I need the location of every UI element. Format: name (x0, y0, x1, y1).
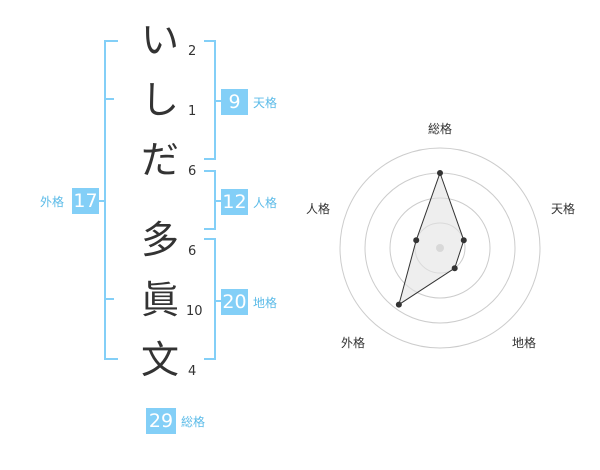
chikaku-badge: 20 (221, 289, 248, 315)
radar-point-2 (460, 237, 467, 244)
name-char-2: し (140, 78, 179, 122)
gaikaku-label: 外格 (40, 195, 65, 209)
gaikaku-bracket-connector (98, 200, 105, 202)
gaikaku-bracket-tick-1 (104, 98, 114, 100)
jinkaku-badge: 12 (221, 189, 248, 215)
radar-grid-ring-4 (339, 147, 541, 349)
radar-axis-label-tenkaku: 天格 (551, 202, 576, 216)
chikaku-bracket-vertical (214, 238, 216, 360)
tenkaku-bracket-connector (214, 100, 222, 102)
chikaku-bracket-bottom (204, 358, 216, 360)
stroke-count-5: 10 (186, 304, 203, 319)
stroke-count-3: 6 (188, 164, 197, 179)
name-char-6: 文 (140, 338, 179, 382)
radar-center-dot (436, 244, 444, 252)
name-char-5: 眞 (140, 278, 179, 322)
stroke-count-2: 1 (188, 104, 197, 119)
name-char-4: 多 (140, 218, 179, 262)
gaikaku-bracket-top (104, 40, 118, 42)
jinkaku-bracket-top (204, 170, 216, 172)
radar-axis-label-jinkaku: 人格 (306, 202, 331, 216)
gaikaku-bracket-bottom (104, 358, 118, 360)
stroke-count-4: 6 (188, 244, 197, 259)
chikaku-label: 地格 (253, 296, 278, 310)
jinkaku-bracket-connector (214, 200, 222, 202)
chikaku-bracket-top (204, 238, 216, 240)
jinkaku-bracket-bottom (204, 228, 216, 230)
gaikaku-bracket-vertical (104, 40, 106, 360)
radar-point-1 (437, 170, 443, 176)
tenkaku-bracket-top (204, 40, 216, 42)
radar-axis-label-chikaku: 地格 (512, 336, 537, 350)
tenkaku-bracket-bottom (204, 158, 216, 160)
name-char-1: い (140, 18, 179, 62)
soukaku-label: 総格 (181, 415, 206, 429)
soukaku-badge: 29 (146, 408, 176, 434)
stroke-count-1: 2 (188, 44, 197, 59)
radar-grid-ring-3 (364, 172, 516, 324)
chikaku-bracket-connector (214, 300, 222, 302)
radar-axis-label-gaikaku: 外格 (341, 336, 366, 350)
radar-point-5 (413, 237, 420, 244)
gaikaku-bracket-tick-2 (104, 298, 114, 300)
radar-series-area (398, 171, 465, 306)
name-char-3: だ (140, 138, 179, 182)
gaikaku-badge: 17 (72, 188, 99, 214)
radar-point-4 (395, 301, 402, 308)
stroke-count-6: 4 (188, 364, 197, 379)
radar-axis-label-soukaku: 総格 (428, 122, 453, 136)
radar-grid-ring-2 (389, 197, 491, 299)
radar-grid-ring-1 (414, 222, 466, 274)
tenkaku-label: 天格 (253, 96, 278, 110)
jinkaku-label: 人格 (253, 196, 278, 210)
tenkaku-badge: 9 (221, 89, 248, 115)
radar-point-3 (451, 265, 458, 272)
